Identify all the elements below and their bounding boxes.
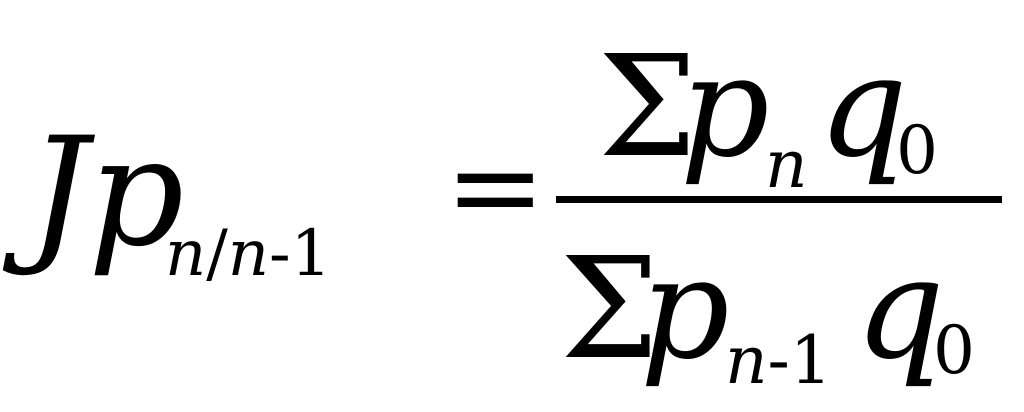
denominator-p-subscript: n-1 <box>725 328 832 394</box>
denominator-sub-minus-one: -1 <box>767 322 832 399</box>
denominator-sub-n: n <box>725 322 768 399</box>
lhs-symbol: Jp <box>28 106 185 280</box>
denominator-q-subscript: 0 <box>933 312 975 389</box>
fraction-bar <box>556 196 1002 203</box>
numerator-q: q <box>818 26 908 189</box>
numerator-q-subscript: 0 <box>896 112 938 189</box>
numerator-sigma: Σ <box>598 26 697 189</box>
denominator-sigma: Σ <box>560 228 659 391</box>
lhs-sub-slash: / <box>206 217 228 291</box>
numerator-p-subscript: n <box>765 126 808 203</box>
lhs-sub-n2: n <box>227 217 269 291</box>
denominator-p: p <box>640 228 730 391</box>
lhs-sub-minus-one: -1 <box>269 217 332 291</box>
equals-sign: = <box>445 118 546 257</box>
numerator-p: p <box>680 26 770 189</box>
lhs-sub-n: n <box>165 217 207 291</box>
denominator-q: q <box>855 228 945 391</box>
lhs-subscript: n/n-1 <box>165 222 331 286</box>
